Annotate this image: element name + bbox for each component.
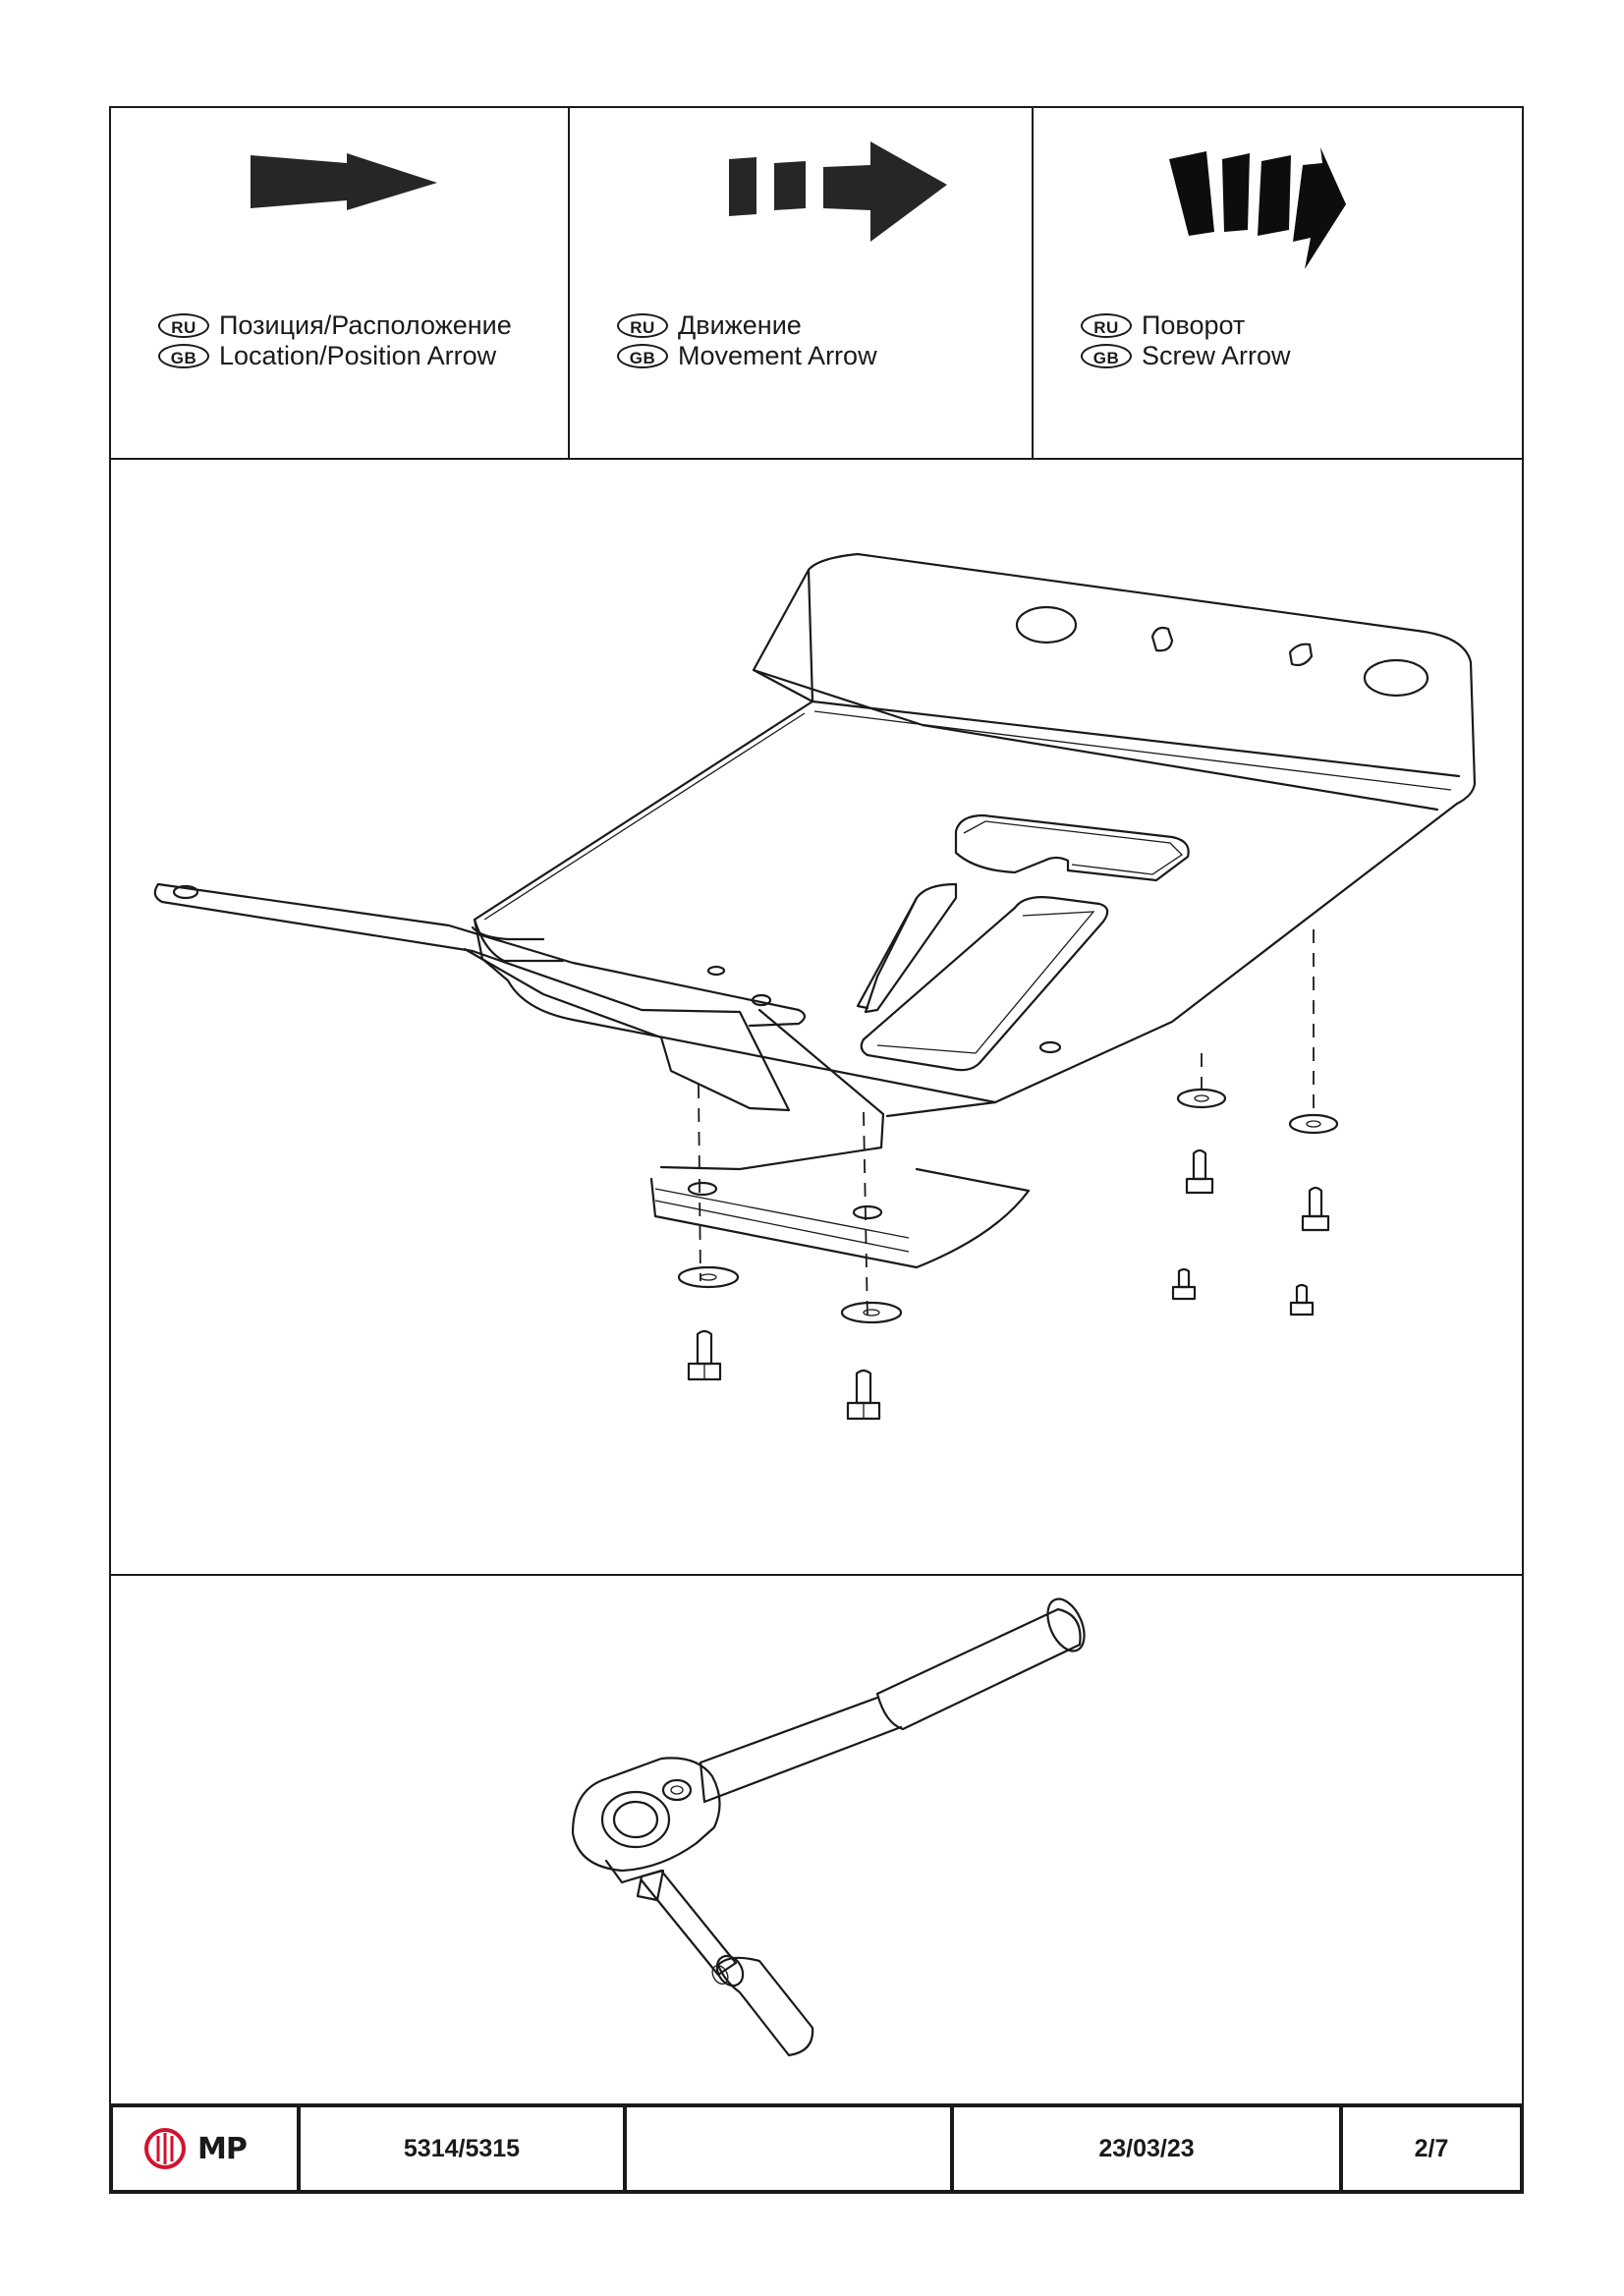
legend-movement-caption: RU Движение GB Movement Arrow bbox=[617, 310, 877, 371]
instruction-sheet: RU Позиция/Расположение GB Location/Positi… bbox=[109, 106, 1524, 2194]
mp-logo-icon bbox=[144, 2128, 186, 2169]
dashed-guide-lines bbox=[698, 929, 1315, 1321]
gb-badge: GB bbox=[1081, 344, 1132, 368]
part-number: 5314/5315 bbox=[297, 2107, 623, 2190]
ru-badge: RU bbox=[158, 313, 209, 338]
legend-movement: RU Движение GB Movement Arrow bbox=[568, 108, 1032, 458]
document-date: 23/03/23 bbox=[950, 2107, 1339, 2190]
legend-screw-ru: Поворот bbox=[1142, 310, 1246, 340]
screw-arrow-icon bbox=[1169, 147, 1346, 269]
legend-location: RU Позиция/Расположение GB Location/Positi… bbox=[111, 108, 568, 458]
arrow-legend: RU Позиция/Расположение GB Location/Positi… bbox=[111, 108, 1522, 460]
legend-screw: RU Поворот GB Screw Arrow bbox=[1032, 108, 1522, 458]
company-logo: MP bbox=[113, 2107, 297, 2190]
page-number: 2/7 bbox=[1339, 2107, 1520, 2190]
logo-text: MP bbox=[197, 2131, 248, 2166]
gb-badge: GB bbox=[158, 344, 209, 368]
assembly-diagram bbox=[111, 460, 1522, 1576]
ru-badge: RU bbox=[617, 313, 668, 338]
ru-badge: RU bbox=[1081, 313, 1132, 338]
legend-movement-gb: Movement Arrow bbox=[678, 341, 877, 370]
washers bbox=[677, 1088, 1339, 1324]
movement-arrow-icon bbox=[729, 141, 947, 242]
bolts bbox=[687, 1148, 1330, 1421]
legend-location-ru: Позиция/Расположение bbox=[219, 310, 512, 340]
legend-location-gb: Location/Position Arrow bbox=[219, 341, 497, 370]
legend-location-caption: RU Позиция/Расположение GB Location/Positi… bbox=[158, 310, 512, 371]
skid-plate-drawing bbox=[153, 552, 1477, 1421]
blank-field bbox=[623, 2107, 950, 2190]
title-block: MP 5314/5315 23/03/23 2/7 bbox=[109, 2103, 1524, 2194]
ratchet-wrench-icon bbox=[571, 1597, 1086, 2057]
legend-screw-caption: RU Поворот GB Screw Arrow bbox=[1081, 310, 1291, 371]
tool-section bbox=[111, 1576, 1522, 2103]
legend-movement-ru: Движение bbox=[678, 310, 802, 340]
skid-plate bbox=[153, 552, 1477, 1269]
legend-screw-gb: Screw Arrow bbox=[1142, 341, 1291, 370]
gb-badge: GB bbox=[617, 344, 668, 368]
location-arrow-icon bbox=[251, 153, 437, 210]
